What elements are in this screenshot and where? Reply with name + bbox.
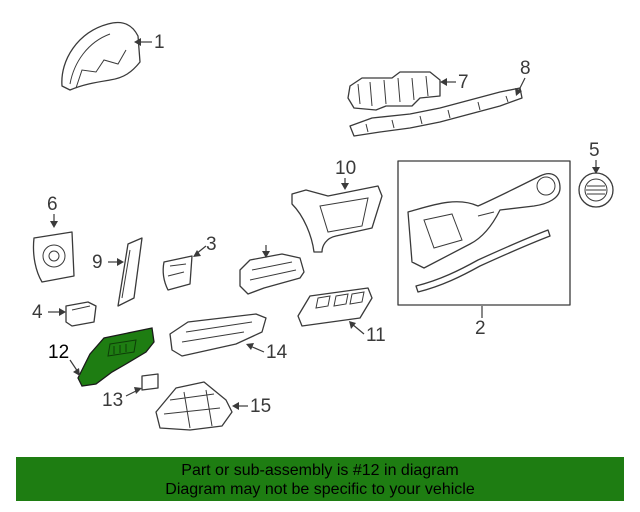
banner-line-2: Diagram may not be specific to your vehi…	[165, 481, 475, 498]
part-3-small-cover[interactable]	[162, 255, 193, 291]
callout-12: 12	[48, 342, 80, 376]
callout-16	[262, 245, 270, 258]
part-12-lower-panel-highlighted[interactable]	[77, 327, 155, 387]
part-2-instrument-panel[interactable]	[397, 160, 571, 306]
callout-7-label: 7	[458, 72, 469, 93]
callout-5: 5	[589, 140, 600, 174]
callout-13-label: 13	[102, 390, 123, 411]
part-16-panel[interactable]	[239, 253, 305, 295]
part-8-reinforcement-beam[interactable]	[349, 87, 523, 137]
callout-9-label: 9	[92, 252, 103, 273]
callout-15-label: 15	[250, 396, 271, 417]
info-banner: Part or sub-assembly is #12 in diagram D…	[16, 457, 624, 501]
callout-10-label: 10	[335, 158, 356, 179]
callout-12-label: 12	[48, 342, 69, 363]
part-1-cluster-hood[interactable]	[61, 21, 141, 91]
part-5-round-vent[interactable]	[578, 172, 614, 208]
callout-7: 7	[440, 72, 469, 93]
callout-11: 11	[349, 321, 386, 346]
callout-4: 4	[32, 302, 66, 323]
callout-3: 3	[193, 234, 217, 257]
callout-9: 9	[92, 252, 124, 273]
part-7-upper-bracket[interactable]	[347, 71, 441, 111]
callout-2-label: 2	[475, 318, 486, 339]
callout-3-label: 3	[206, 234, 217, 255]
callout-13: 13	[102, 387, 142, 411]
part-6-side-vent[interactable]	[32, 231, 75, 283]
part-4-small-bracket[interactable]	[65, 301, 97, 327]
callout-4-label: 4	[32, 302, 43, 323]
part-15-glove-box-housing[interactable]	[155, 381, 233, 431]
callout-2: 2	[475, 306, 486, 339]
callout-1-label: 1	[154, 32, 165, 53]
callout-6: 6	[47, 194, 58, 228]
callout-1: 1	[134, 32, 165, 53]
callout-8: 8	[515, 58, 531, 96]
banner-line-1: Part or sub-assembly is #12 in diagram	[181, 462, 459, 479]
callout-14: 14	[246, 342, 288, 363]
callout-8-label: 8	[520, 58, 531, 79]
callout-14-label: 14	[266, 342, 288, 363]
parts-diagram: 1 7 8 5 2	[32, 21, 614, 431]
part-9-side-trim[interactable]	[117, 237, 143, 307]
callout-10: 10	[335, 158, 356, 190]
callout-6-label: 6	[47, 194, 58, 215]
part-13-clip[interactable]	[141, 373, 159, 391]
callout-11-label: 11	[366, 325, 386, 346]
part-14-glove-box[interactable]	[169, 313, 267, 357]
part-10-center-bezel[interactable]	[291, 185, 383, 253]
part-11-switch-panel[interactable]	[297, 287, 373, 327]
callout-15: 15	[232, 396, 271, 417]
callout-5-label: 5	[589, 140, 600, 161]
